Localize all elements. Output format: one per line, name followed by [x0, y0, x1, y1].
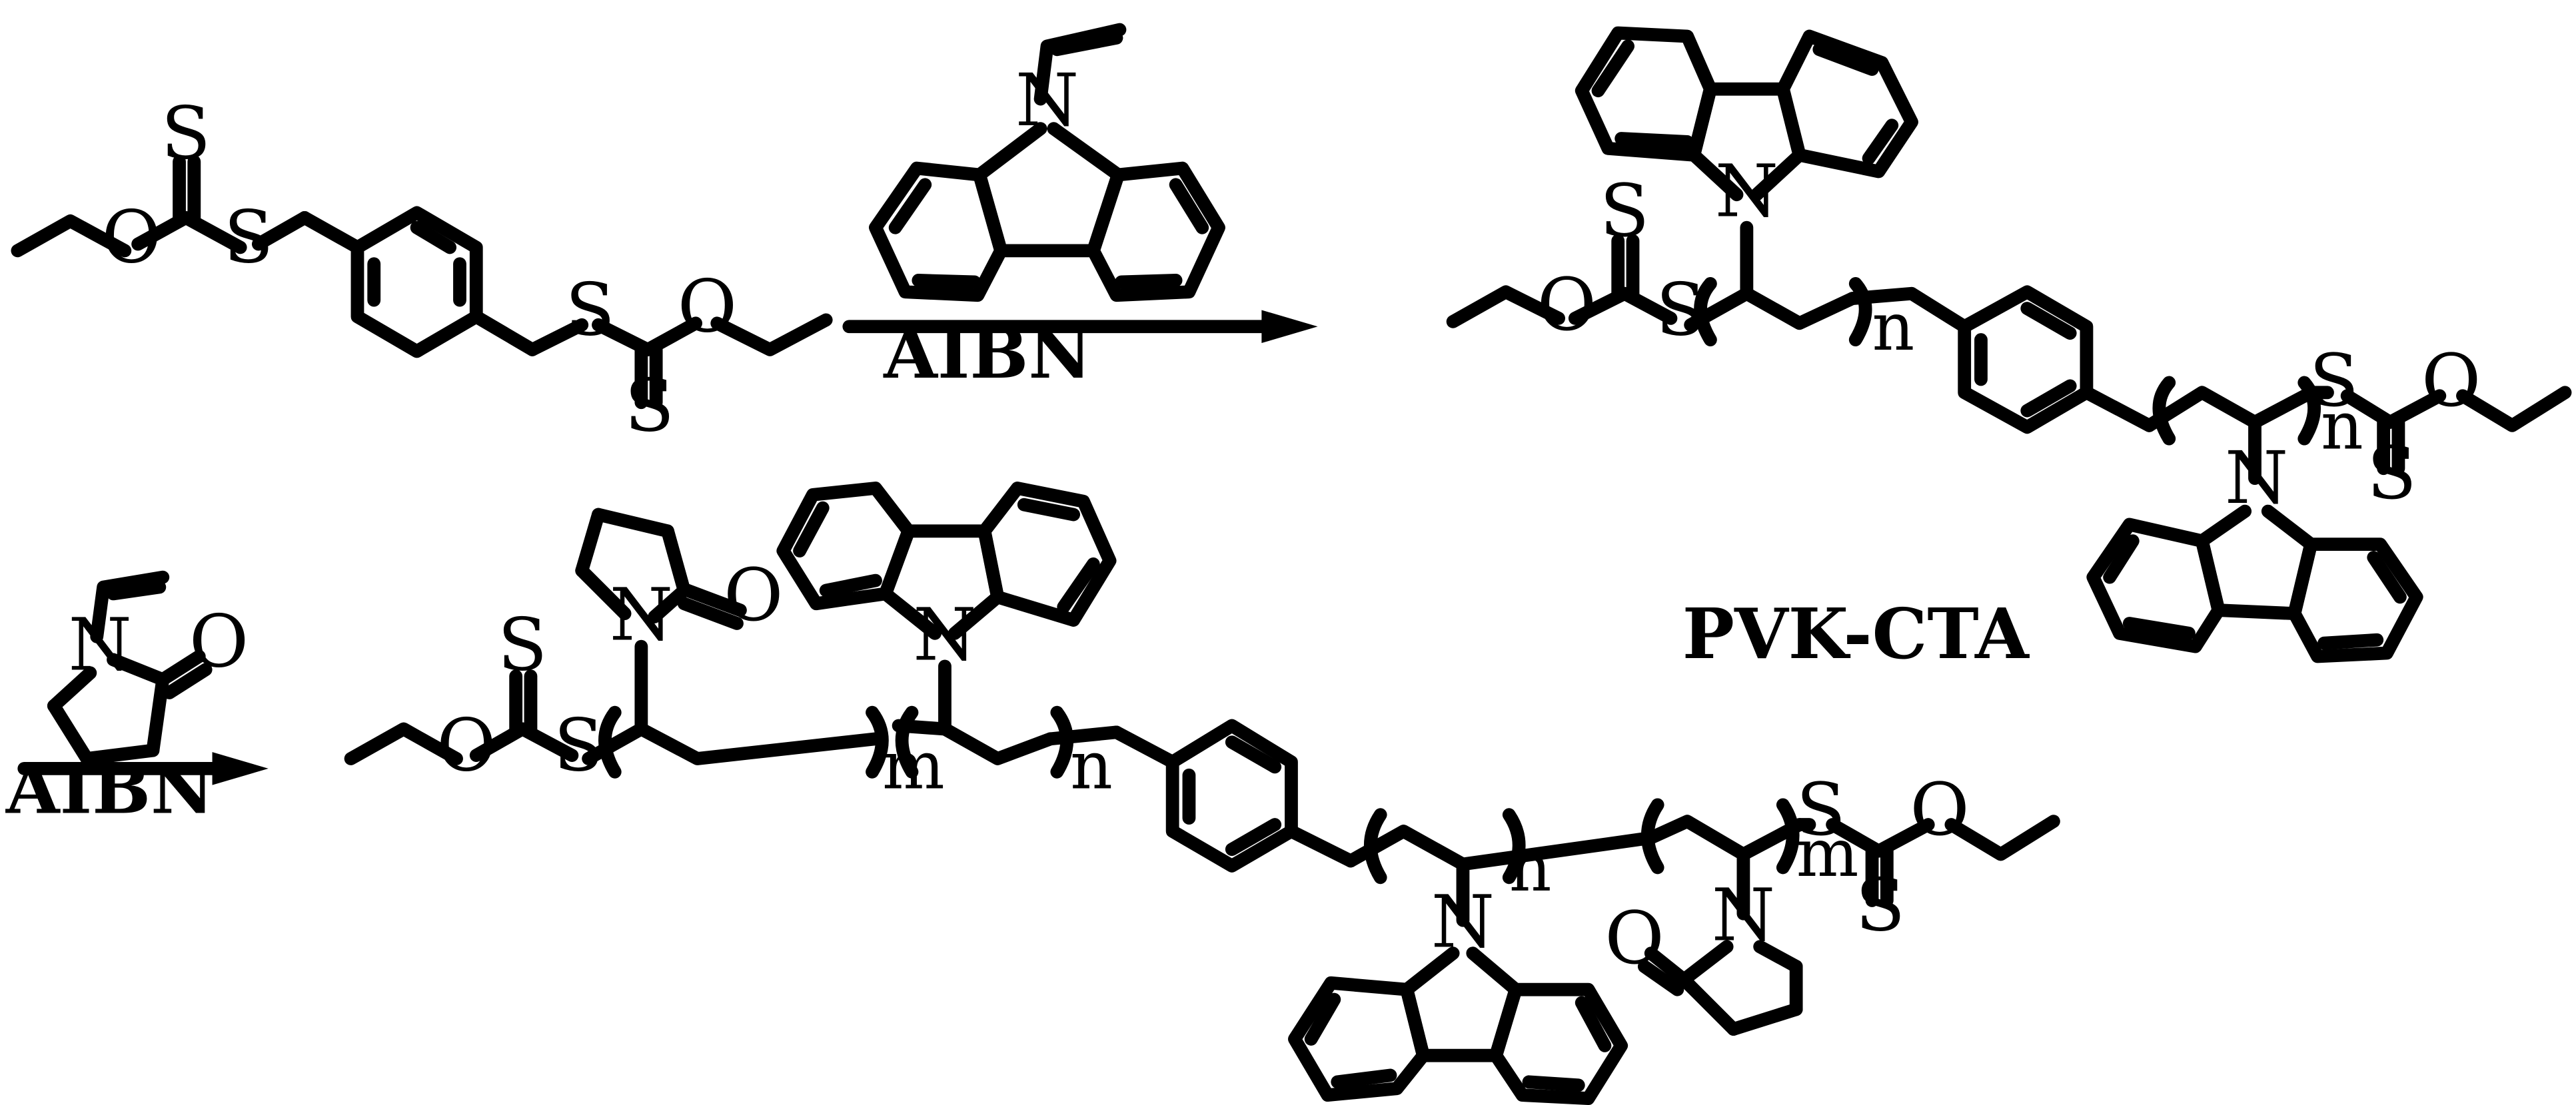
atom-n-carbazole-bottom: N [1431, 879, 1495, 964]
atom-s-pvk-left: S [1656, 268, 1706, 352]
atom-n-monomer-1: N [1015, 58, 1079, 143]
atom-s-cop-right: S [1796, 767, 1846, 852]
atom-n-pvk-bottom: N [2225, 436, 2288, 520]
atom-s-pvk-right: S [2309, 338, 2359, 423]
atom-s-thione-pvk-left: S [1600, 169, 1650, 253]
atom-n-pvk-top: N [1715, 149, 1778, 233]
subscript-n-pvk-left: n [1872, 289, 1915, 366]
atom-s-thione-pvk-right: S [2367, 431, 2417, 516]
subscript-m-cop-left: m [882, 728, 945, 805]
subscript-m-cop-right: m [1796, 815, 1859, 892]
atom-o-pvk-left: O [1537, 262, 1597, 347]
atom-n-monomer-2: N [69, 602, 132, 687]
subscript-n-cop-left: n [1070, 728, 1113, 805]
block-copolymer-structure: O S S N O N N N O S O S m n n m [344, 482, 2060, 1105]
pvk-cta-label: PVK-CTA [1682, 593, 2030, 675]
pvk-cta-structure: O S S N N S O S n n [1446, 26, 2572, 663]
reagent-label-1: AIBN [883, 312, 1091, 394]
starting-xanthate: S O S S O S [11, 91, 833, 448]
atom-o-cop-right: O [1910, 767, 1969, 852]
atom-s-thione-cop-left: S [498, 602, 548, 687]
reagent-label-2: AIBN [5, 748, 214, 830]
atom-o-monomer-2: O [189, 599, 249, 683]
atom-s-cop-left: S [554, 703, 604, 787]
atom-o-1: O [102, 195, 161, 280]
atom-n-pyrrolidone-top: N [610, 573, 673, 657]
atom-o-2: O [678, 264, 737, 349]
vinylpyrrolidone-monomer: N O [47, 570, 249, 765]
atom-s-thione-1: S [161, 91, 211, 176]
subscript-n-cop-right: n [1509, 830, 1552, 907]
reaction-arrow-1 [842, 310, 1318, 344]
subscript-n-pvk-right: n [2321, 388, 2363, 465]
atom-s-thione-2: S [624, 363, 674, 448]
atom-s-2: S [565, 268, 615, 352]
atom-o-pyrrolidone-top: O [724, 553, 783, 637]
atom-n-carbazole-top: N [913, 592, 976, 677]
atom-o-cop-left: O [436, 703, 496, 787]
atom-o-pyrrolidone-bottom: O [1605, 896, 1664, 980]
atom-o-pvk-right: O [2421, 338, 2481, 423]
vinylcarbazole-monomer: N [869, 23, 1225, 302]
atom-s-thione-cop-right: S [1856, 863, 1906, 948]
atom-n-pyrrolidone-bottom: N [1712, 873, 1775, 957]
atom-s-1: S [224, 195, 274, 280]
reaction-arrow-2 [17, 752, 269, 785]
